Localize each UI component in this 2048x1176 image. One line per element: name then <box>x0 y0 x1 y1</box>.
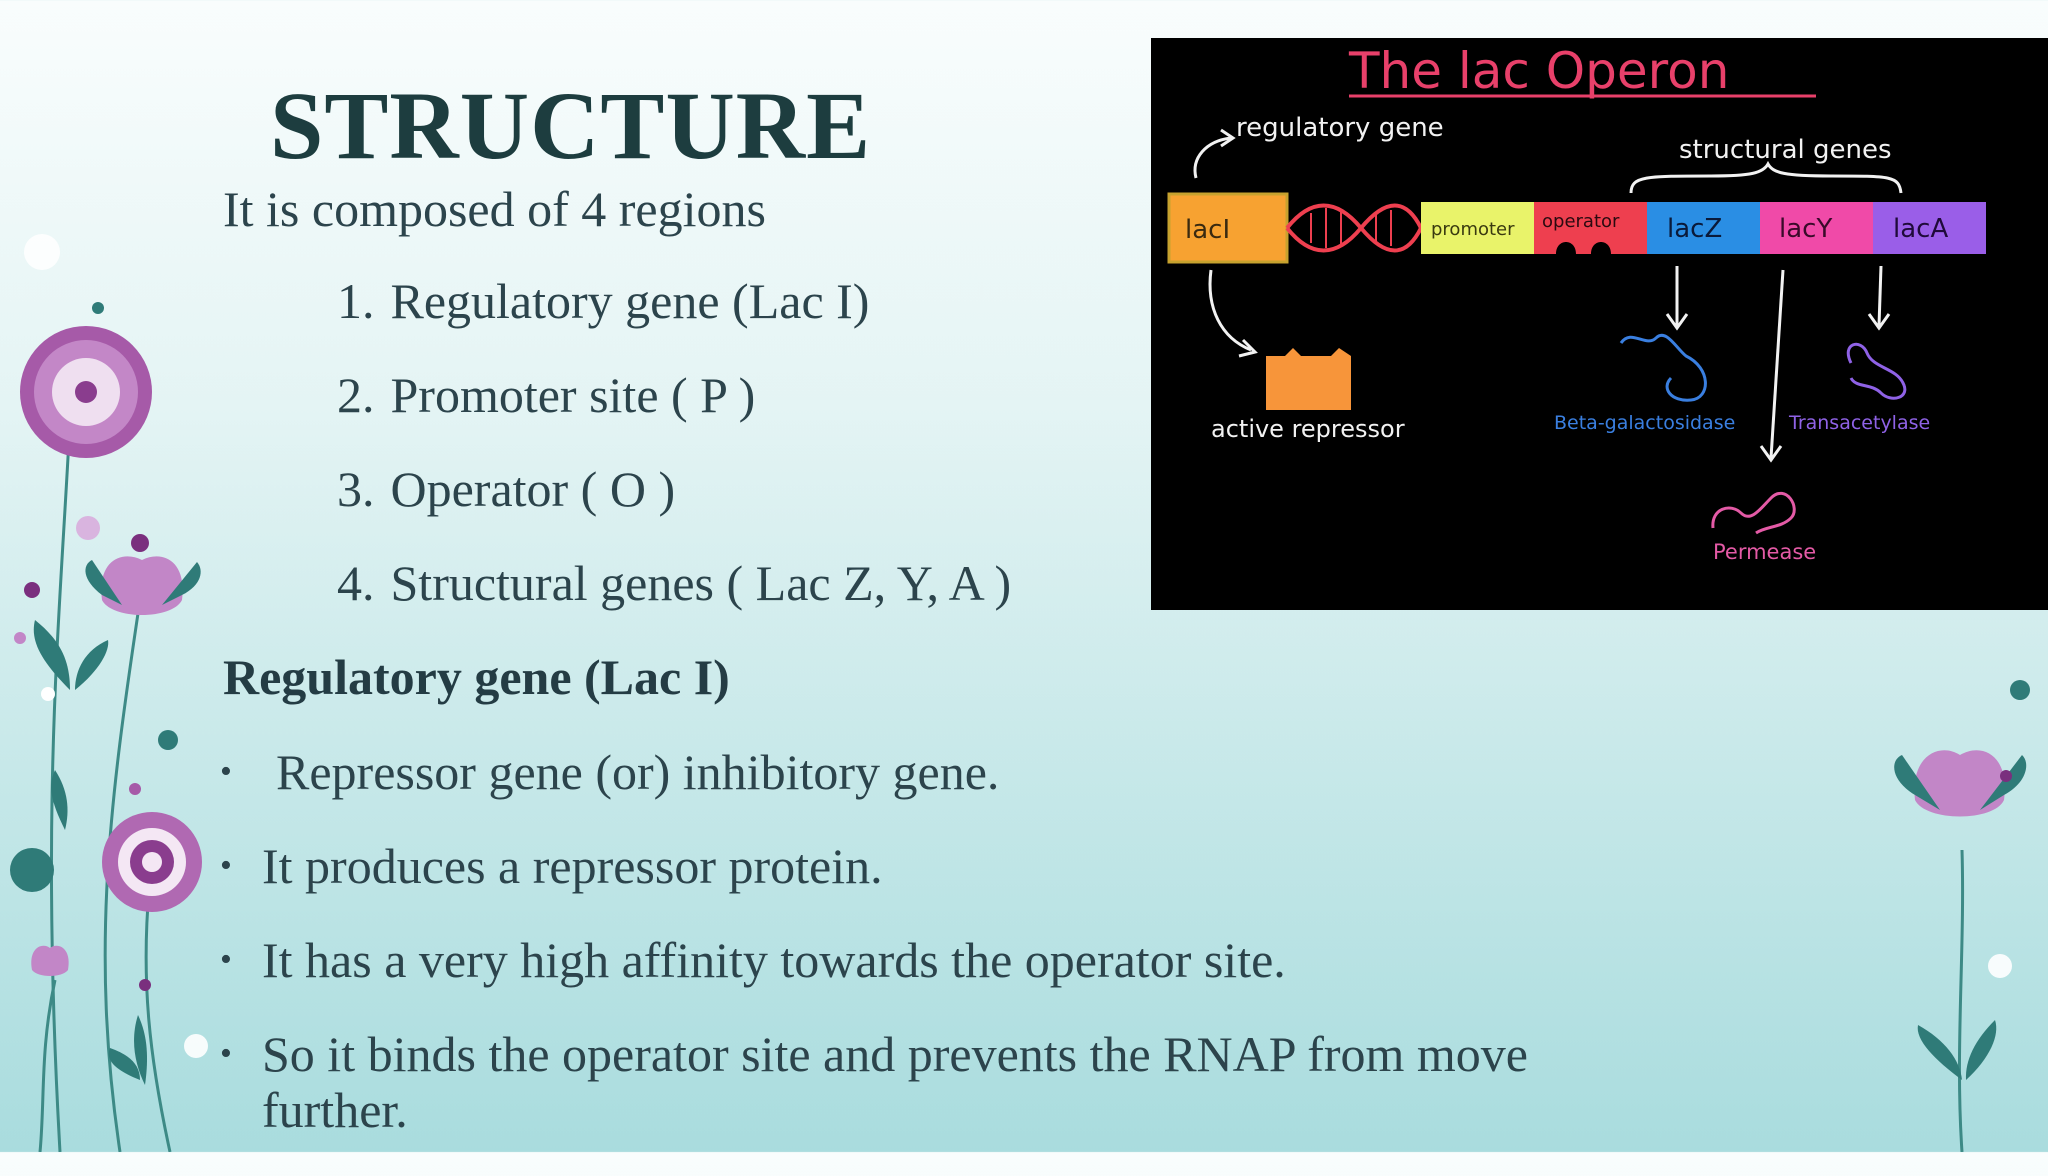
regulatory-arrow <box>1193 136 1232 179</box>
structural-genes-label: structural genes <box>1679 135 1892 165</box>
lacy-block <box>1760 202 1873 254</box>
bullet-text: It produces a repressor protein. <box>262 838 883 894</box>
bullet-list: • Repressor gene (or) inhibitory gene. • I… <box>220 744 1660 1176</box>
region-item: 1. Regulatory gene (Lac I) <box>337 276 1011 370</box>
regulatory-gene-label: regulatory gene <box>1236 113 1444 143</box>
regions-list: 1. Regulatory gene (Lac I) 2. Promoter sit… <box>337 276 1011 652</box>
repressor-label: active repressor <box>1211 415 1405 443</box>
region-number: 4. <box>337 555 375 611</box>
region-text: Promoter site ( P ) <box>390 367 756 423</box>
promoter-label: promoter <box>1431 219 1515 240</box>
repressor-arrow <box>1208 269 1252 352</box>
beta-galactosidase-label: Beta-galactosidase <box>1554 412 1735 434</box>
repressor-shape <box>1266 348 1351 410</box>
operator-label: operator <box>1542 211 1620 232</box>
laci-label: lacI <box>1185 215 1230 245</box>
section-heading: Regulatory gene (Lac I) <box>223 649 730 705</box>
region-number: 3. <box>337 461 375 517</box>
permease-label: Permease <box>1713 540 1816 564</box>
diagram-title: The lac Operon <box>1348 42 1729 100</box>
bullet-dot: • <box>220 1035 232 1072</box>
laca-label: lacA <box>1893 214 1948 244</box>
bullet-dot: • <box>220 847 232 884</box>
bullet-item: • It produces a repressor protein. <box>220 838 1660 894</box>
beta-galactosidase-shape <box>1619 333 1707 402</box>
lac-operon-diagram: The lac Operon regulatory gene structura… <box>1151 38 2048 610</box>
lac-operon-svg: The lac Operon regulatory gene structura… <box>1167 42 1986 564</box>
region-item: 4. Structural genes ( Lac Z, Y, A ) <box>337 558 1011 652</box>
region-text: Regulatory gene (Lac I) <box>390 273 870 329</box>
structural-genes-brace <box>1629 160 1903 194</box>
bullet-item: • Repressor gene (or) inhibitory gene. <box>220 744 1660 800</box>
bullet-text: Repressor gene (or) inhibitory gene. <box>276 744 1000 800</box>
permease-shape <box>1711 491 1796 535</box>
lacz-label: lacZ <box>1667 214 1722 244</box>
transacetylase-label: Transacetylase <box>1788 412 1930 434</box>
region-number: 2. <box>337 367 375 423</box>
region-number: 1. <box>337 273 375 329</box>
lacy-label: lacY <box>1779 214 1832 244</box>
region-text: Operator ( O ) <box>390 461 676 517</box>
operator-block <box>1534 202 1647 254</box>
region-item: 3. Operator ( O ) <box>337 464 1011 558</box>
region-text: Structural genes ( Lac Z, Y, A ) <box>390 555 1012 611</box>
dna-helix <box>1285 203 1423 253</box>
laci-block <box>1167 192 1289 264</box>
transacetylase-shape <box>1846 342 1907 400</box>
slide-title: STRUCTURE <box>270 72 872 179</box>
bullet-item: • It has a very high affinity towards the… <box>220 932 1660 988</box>
region-item: 2. Promoter site ( P ) <box>337 370 1011 464</box>
laca-block <box>1873 202 1986 254</box>
lacz-block <box>1647 202 1760 254</box>
bullet-text: So it binds the operator site and preven… <box>262 1026 1528 1138</box>
promoter-block <box>1421 202 1534 254</box>
bullet-dot: • <box>220 753 232 790</box>
bullet-dot: • <box>220 941 232 978</box>
bullet-text: It has a very high affinity towards the … <box>262 932 1286 988</box>
bullet-item: • So it binds the operator site and preve… <box>220 1026 1660 1138</box>
slide-subtitle: It is composed of 4 regions <box>223 181 766 237</box>
